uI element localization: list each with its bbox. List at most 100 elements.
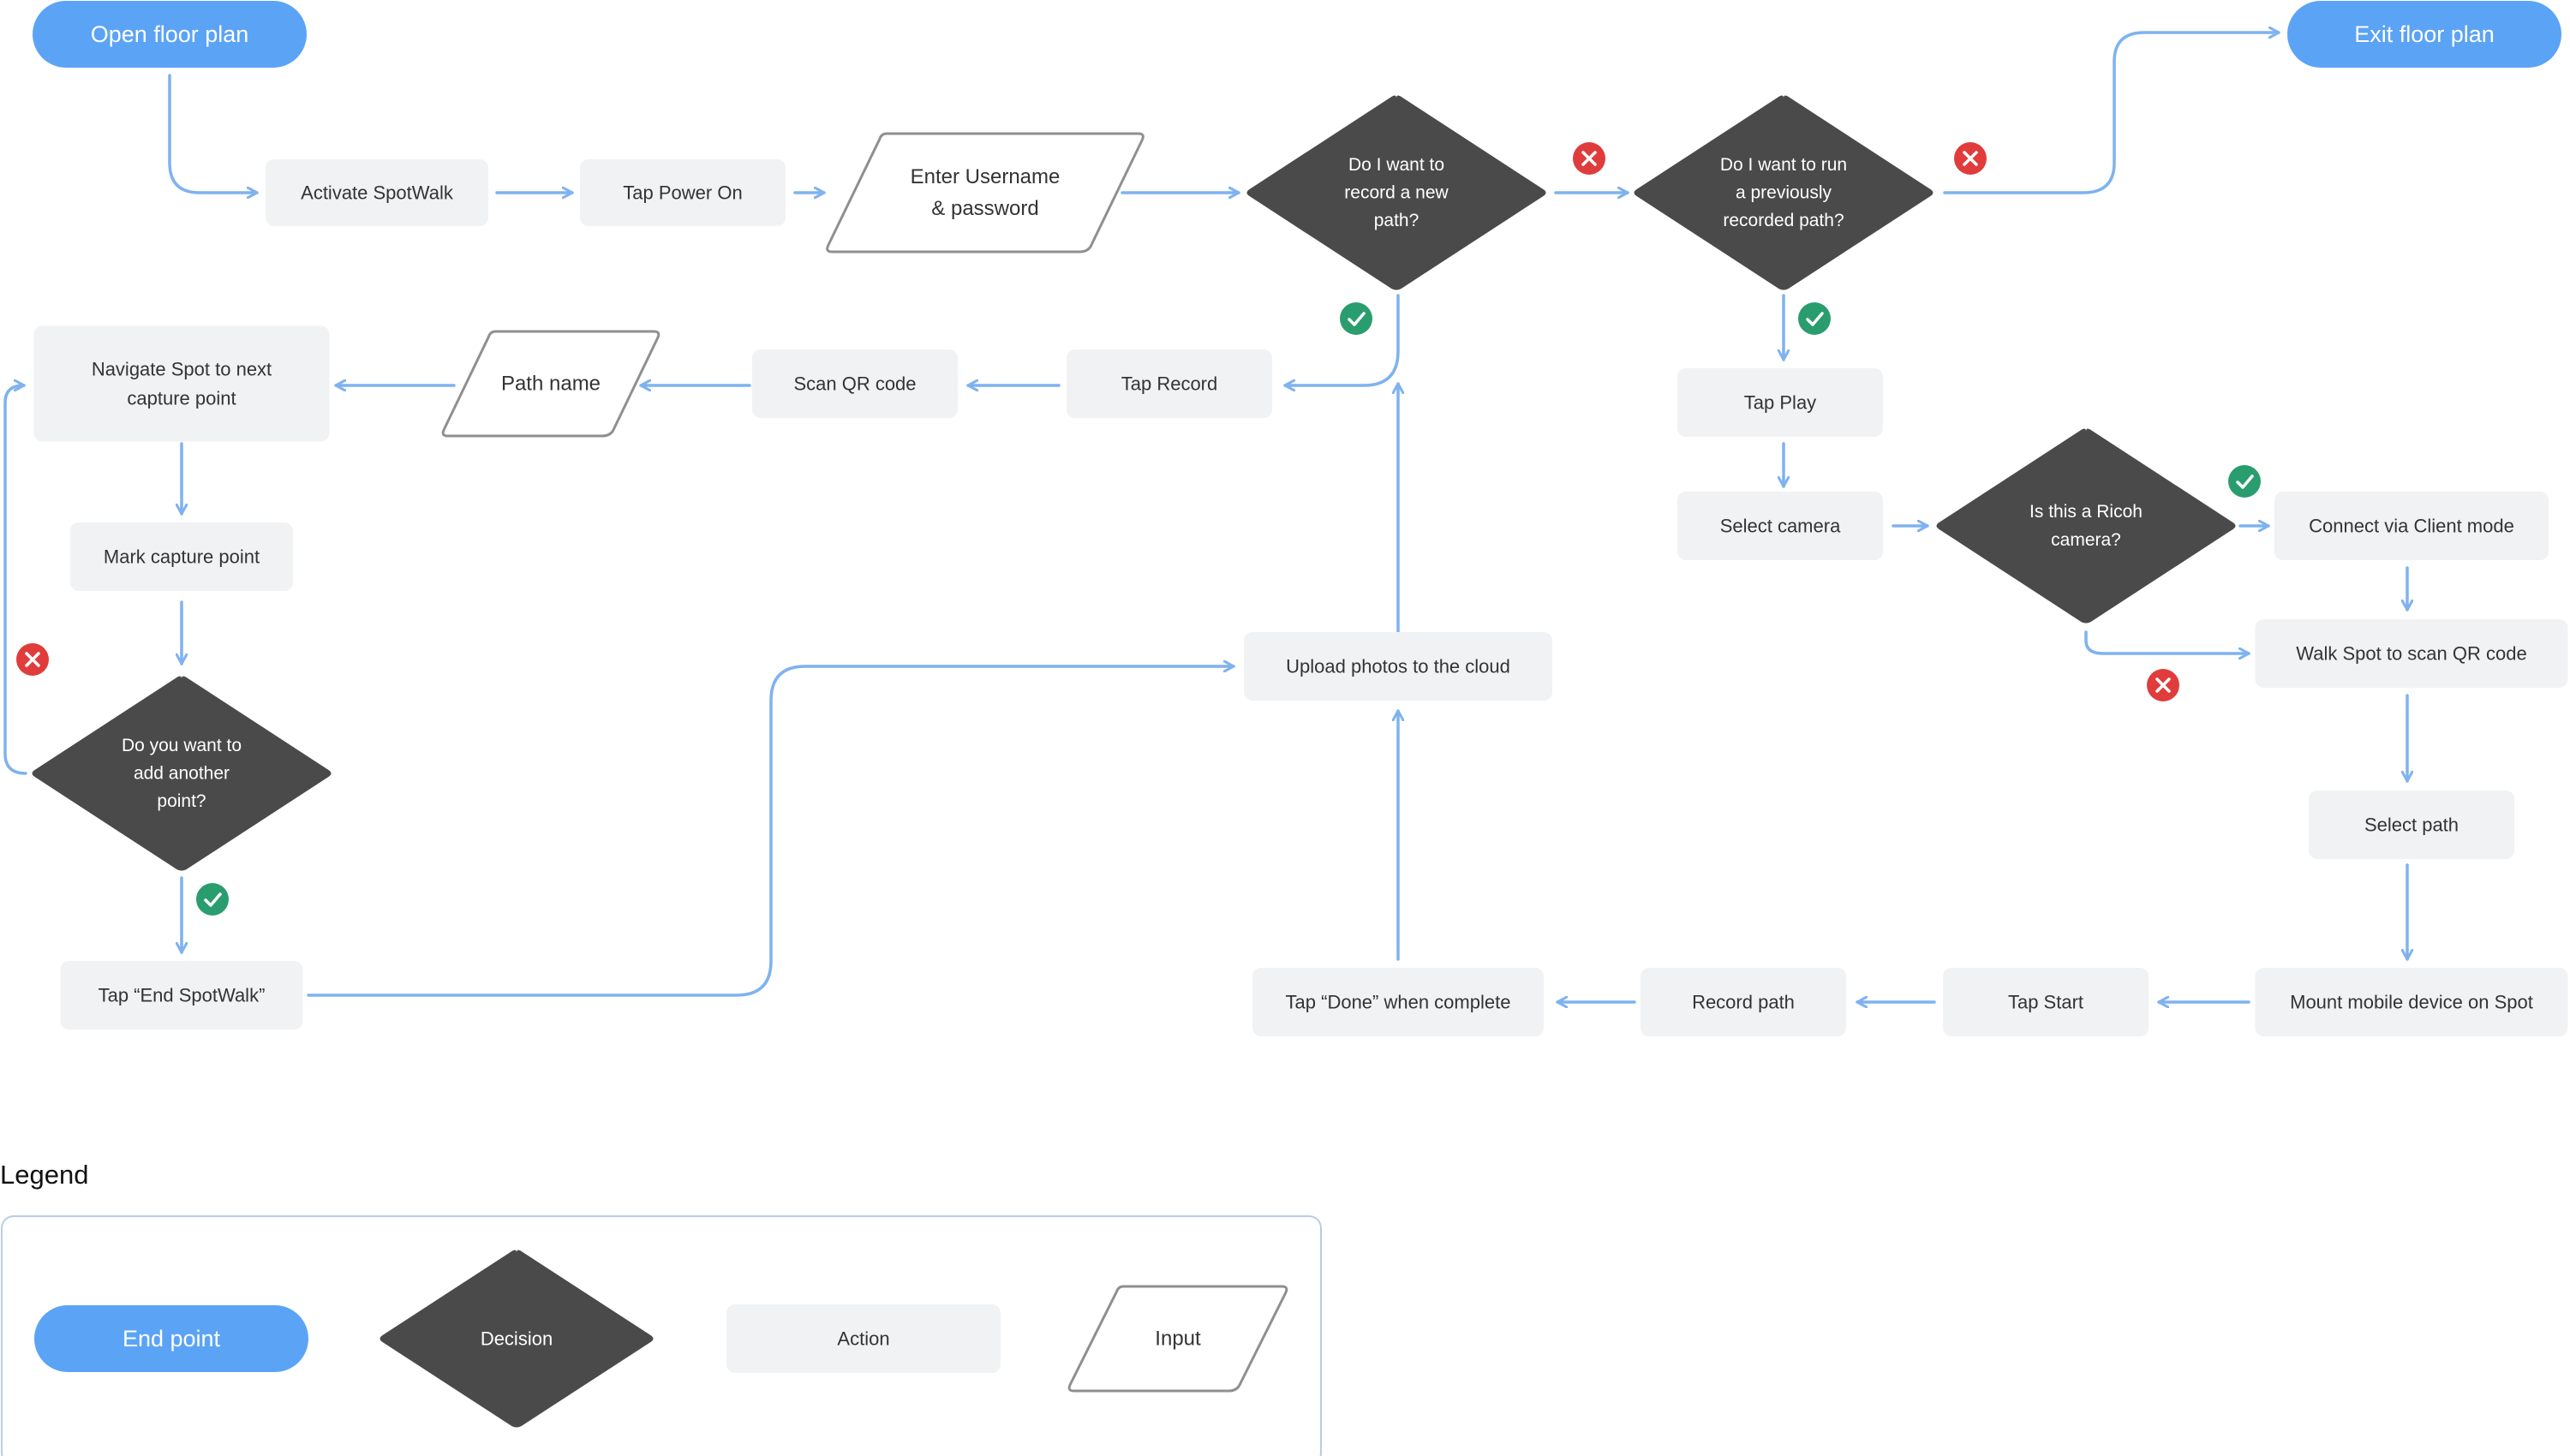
ricoh-camera-decision-label-line-2: camera?: [2051, 530, 2121, 550]
run-previous-path-decision[interactable]: Do I want to run a previously recorded pat…: [1634, 95, 1933, 290]
exit-floor-plan-endpoint[interactable]: Exit floor plan: [2287, 1, 2561, 68]
legend-title: Legend: [0, 1160, 89, 1190]
enter-username-input-label-line-2: & password: [931, 197, 1038, 220]
run-previous-path-decision-label-line-2: a previously: [1736, 183, 1832, 203]
select-path-action-label: Select path: [2364, 815, 2459, 836]
mount-device-action-shape: [2255, 968, 2568, 1036]
upload-photos-action[interactable]: Upload photos to the cloud: [1244, 632, 1552, 701]
scan-qr-code-action-label: Scan QR code: [793, 373, 916, 395]
tap-record-action-shape: [1067, 349, 1272, 418]
record-new-path-decision-shape: [1246, 95, 1546, 290]
mark-capture-point-action-shape: [70, 522, 293, 591]
tap-end-spotwalk-action[interactable]: Tap “End SpotWalk”: [60, 961, 303, 1029]
activate-spotwalk-action-shape: [266, 159, 488, 226]
ricoh-no-badge: [2147, 669, 2179, 701]
x-icon: [1963, 151, 1978, 166]
select-path-action[interactable]: Select path: [2309, 791, 2514, 859]
activate-spotwalk-action-label: Activate SpotWalk: [301, 182, 454, 204]
tap-play-action[interactable]: Tap Play: [1677, 368, 1883, 437]
add-another-point-decision-label-line-3: point?: [157, 791, 206, 811]
enter-username-input-shape: [826, 132, 1145, 254]
ricoh-yes-badge: [2228, 465, 2261, 498]
upload-photos-action-shape: [1244, 632, 1552, 701]
run-yes-badge: [1798, 302, 1831, 335]
tap-power-on-action-shape: [580, 159, 786, 226]
x-icon: [1581, 151, 1597, 166]
tap-power-on-action[interactable]: Tap Power On: [580, 159, 786, 226]
connect-client-mode-action-label: Connect via Client mode: [2309, 516, 2514, 537]
scan-qr-code-action[interactable]: Scan QR code: [752, 349, 958, 418]
legend-input[interactable]: Input: [1067, 1285, 1288, 1393]
ricoh-yes-badge-circle: [2228, 465, 2261, 498]
select-camera-action[interactable]: Select camera: [1677, 492, 1883, 560]
record-path-action[interactable]: Record path: [1641, 968, 1846, 1036]
enter-username-input[interactable]: Enter Username& password: [826, 132, 1145, 254]
connector-record-yes-to-tap-record: [1283, 294, 1400, 385]
add-another-point-decision-label-line-2: add another: [134, 764, 230, 784]
mark-capture-point-action[interactable]: Mark capture point: [70, 522, 293, 591]
connector-open-to-activate: [168, 74, 259, 193]
tap-end-spotwalk-action-shape: [60, 961, 303, 1029]
navigate-spot-action-label-line-1: Navigate Spot to next: [92, 358, 272, 379]
select-camera-action-shape: [1677, 492, 1883, 560]
run-previous-path-decision-label-line-1: Do I want to run: [1720, 155, 1847, 175]
upload-photos-action-label: Upload photos to the cloud: [1286, 656, 1510, 677]
tap-done-action[interactable]: Tap “Done” when complete: [1252, 968, 1544, 1036]
select-path-action-shape: [2309, 791, 2514, 859]
legend-end-point-shape: [34, 1305, 308, 1372]
add-point-yes-badge-circle: [196, 883, 229, 916]
legend-decision-shape: [380, 1250, 654, 1428]
connect-client-mode-action[interactable]: Connect via Client mode: [2274, 492, 2549, 560]
add-another-point-decision[interactable]: Do you want to add another point?: [32, 676, 332, 871]
legend-action-shape: [726, 1304, 1001, 1373]
legend: End point Decision Action Input: [1, 1215, 1322, 1456]
check-icon: [204, 892, 222, 907]
record-yes-badge-circle: [1340, 302, 1372, 335]
ricoh-camera-decision-label-line-1: Is this a Ricoh: [2029, 502, 2143, 522]
tap-end-spotwalk-action-label: Tap “End SpotWalk”: [99, 985, 266, 1006]
connector-add-point-no-loop: [3, 385, 27, 775]
tap-start-action-label: Tap Start: [2008, 992, 2083, 1013]
connectors: [3, 33, 2407, 1002]
open-floor-plan-endpoint-shape: [33, 1, 307, 68]
scan-qr-code-action-shape: [752, 349, 958, 418]
tap-start-action[interactable]: Tap Start: [1943, 968, 2149, 1036]
legend-input-label: Input: [1155, 1328, 1201, 1351]
connector-run-no-to-exit: [1943, 33, 2280, 194]
activate-spotwalk-action[interactable]: Activate SpotWalk: [266, 159, 488, 226]
add-another-point-decision-label-line-1: Do you want to: [122, 736, 242, 755]
mount-device-action[interactable]: Mount mobile device on Spot: [2255, 968, 2568, 1036]
connect-client-mode-action-shape: [2274, 492, 2549, 560]
record-new-path-decision-label-line-2: record a new: [1344, 183, 1449, 203]
tap-record-action-label: Tap Record: [1121, 373, 1218, 395]
check-icon: [2236, 474, 2254, 489]
legend-decision[interactable]: Decision: [380, 1250, 654, 1428]
ricoh-camera-decision[interactable]: Is this a Ricoh camera?: [1936, 428, 2236, 624]
walk-spot-qr-action[interactable]: Walk Spot to scan QR code: [2255, 619, 2568, 688]
legend-end-point[interactable]: End point: [34, 1305, 308, 1372]
run-previous-path-decision-label-line-3: recorded path?: [1723, 211, 1844, 230]
path-name-input[interactable]: Path name: [441, 330, 660, 438]
record-yes-badge: [1340, 302, 1372, 335]
legend-action[interactable]: Action: [726, 1304, 1001, 1373]
record-path-action-shape: [1641, 968, 1846, 1036]
walk-spot-qr-action-shape: [2255, 619, 2568, 688]
run-no-badge: [1954, 142, 1987, 175]
legend-box: [1, 1215, 1322, 1456]
run-yes-badge-circle: [1798, 302, 1831, 335]
mount-device-action-label: Mount mobile device on Spot: [2290, 992, 2533, 1013]
connector-ricoh-no-to-walk: [2084, 630, 2250, 653]
open-floor-plan-endpoint[interactable]: Open floor plan: [33, 1, 307, 68]
tap-start-action-shape: [1943, 968, 2149, 1036]
connector-end-to-upload: [307, 666, 1235, 997]
tap-done-action-shape: [1252, 968, 1544, 1036]
tap-record-action[interactable]: Tap Record: [1067, 349, 1272, 418]
run-previous-path-decision-shape: [1634, 95, 1933, 290]
add-point-yes-badge: [196, 883, 229, 916]
record-new-path-decision-label-line-3: path?: [1374, 211, 1419, 230]
exit-floor-plan-endpoint-shape: [2287, 1, 2561, 68]
